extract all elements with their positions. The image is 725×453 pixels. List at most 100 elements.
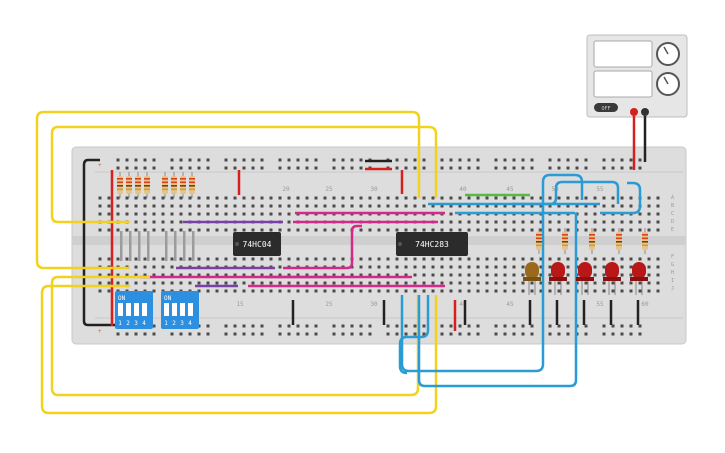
breadboard-hole [413, 265, 417, 269]
led-body [578, 262, 592, 279]
breadboard-hole [575, 158, 579, 162]
breadboard-hole [323, 281, 327, 285]
resistor[interactable] [589, 228, 595, 254]
breadboard-hole [377, 228, 381, 232]
breadboard-hole [467, 204, 471, 208]
resistor-band [589, 234, 595, 236]
breadboard-hole [386, 265, 390, 269]
dip-toggle[interactable] [134, 303, 139, 316]
breadboard-hole [278, 273, 282, 277]
resistor[interactable] [162, 172, 168, 198]
header-pin [129, 231, 132, 261]
row-letters: A B C D E F G H I J [671, 195, 674, 292]
resistor[interactable] [126, 172, 132, 198]
breadboard-hole [521, 289, 525, 293]
breadboard-hole [116, 257, 120, 261]
led-red[interactable] [603, 262, 621, 295]
breadboard-hole [512, 257, 516, 261]
chip-74hc04[interactable]: 74HC04 [233, 232, 281, 256]
resistor-band [180, 181, 186, 184]
blue-wire[interactable] [512, 180, 620, 206]
breadboard-hole [359, 204, 363, 208]
breadboard-hole [584, 220, 588, 224]
power-button[interactable] [594, 103, 618, 112]
breadboard-hole [494, 273, 498, 277]
breadboard-hole [557, 257, 561, 261]
resistor[interactable] [144, 172, 150, 198]
blue-wire[interactable] [398, 295, 430, 375]
breadboard-hole [278, 281, 282, 285]
yellow-wire[interactable] [40, 284, 438, 415]
dip-position-label: 3 [134, 320, 138, 327]
resistor[interactable] [117, 172, 123, 198]
negative-terminal[interactable] [641, 108, 649, 116]
yellow-wire[interactable] [50, 275, 420, 397]
resistor-band [536, 234, 542, 236]
breadboard-hole [206, 204, 210, 208]
breadboard-hole [422, 158, 426, 162]
breadboard-hole [503, 289, 507, 293]
breadboard-hole [557, 289, 561, 293]
breadboard-hole [278, 158, 282, 162]
resistor[interactable] [616, 228, 622, 254]
dip-toggle[interactable] [180, 303, 185, 316]
breadboard-hole [197, 166, 201, 170]
breadboard-hole [125, 332, 129, 336]
breadboard-hole [197, 228, 201, 232]
dip-toggle[interactable] [118, 303, 123, 316]
breadboard-hole [233, 196, 237, 200]
breadboard-hole [260, 196, 264, 200]
dip-switch[interactable]: ON 1 2 3 4 [115, 291, 153, 329]
ground-rail-wire[interactable] [82, 158, 115, 327]
breadboard-hole [548, 228, 552, 232]
breadboard-hole [413, 332, 417, 336]
breadboard-hole [521, 273, 525, 277]
breadboard-hole [161, 196, 165, 200]
breadboard-hole [656, 204, 660, 208]
breadboard-hole [458, 324, 462, 328]
dip-toggle[interactable] [188, 303, 193, 316]
resistor[interactable] [642, 228, 648, 254]
breadboard-hole [656, 273, 660, 277]
dip-switch[interactable]: ON 1 2 3 4 [161, 291, 199, 329]
resistor[interactable] [180, 172, 186, 198]
dip-toggle[interactable] [126, 303, 131, 316]
breadboard-hole [521, 324, 525, 328]
breadboard-hole [287, 196, 291, 200]
chip-74hc283[interactable]: 74HC283 [396, 232, 468, 256]
resistor[interactable] [171, 172, 177, 198]
breadboard-hole [503, 265, 507, 269]
blue-wire[interactable] [417, 213, 578, 388]
blue-wire[interactable] [600, 181, 642, 215]
led-red[interactable] [630, 262, 648, 295]
yellow-wire[interactable] [50, 125, 438, 224]
breadboard-hole [584, 228, 588, 232]
breadboard-hole [395, 166, 399, 170]
dip-toggle[interactable] [172, 303, 177, 316]
breadboard-hole [404, 265, 408, 269]
resistor[interactable] [536, 228, 542, 254]
resistor[interactable] [562, 228, 568, 254]
row-letter: E [671, 227, 674, 233]
breadboard-hole [224, 204, 228, 208]
led-red[interactable] [549, 262, 567, 295]
breadboard-hole [251, 166, 255, 170]
breadboard-hole [260, 158, 264, 162]
dip-toggle[interactable] [142, 303, 147, 316]
resistor-band [126, 185, 132, 187]
resistor[interactable] [189, 172, 195, 198]
breadboard-hole [557, 204, 561, 208]
magenta-wire[interactable] [283, 224, 362, 270]
power-supply[interactable]: OFF [586, 34, 688, 118]
dip-toggle[interactable] [164, 303, 169, 316]
blue-wire[interactable] [400, 173, 584, 373]
chip-body [233, 232, 281, 256]
yellow-wire[interactable] [35, 110, 421, 270]
breadboard-hole [512, 204, 516, 208]
led-red[interactable] [576, 262, 594, 295]
breadboard-hole [98, 228, 102, 232]
positive-terminal[interactable] [630, 108, 638, 116]
led-amber[interactable] [523, 262, 541, 295]
resistor[interactable] [135, 172, 141, 198]
breadboard-hole [233, 158, 237, 162]
